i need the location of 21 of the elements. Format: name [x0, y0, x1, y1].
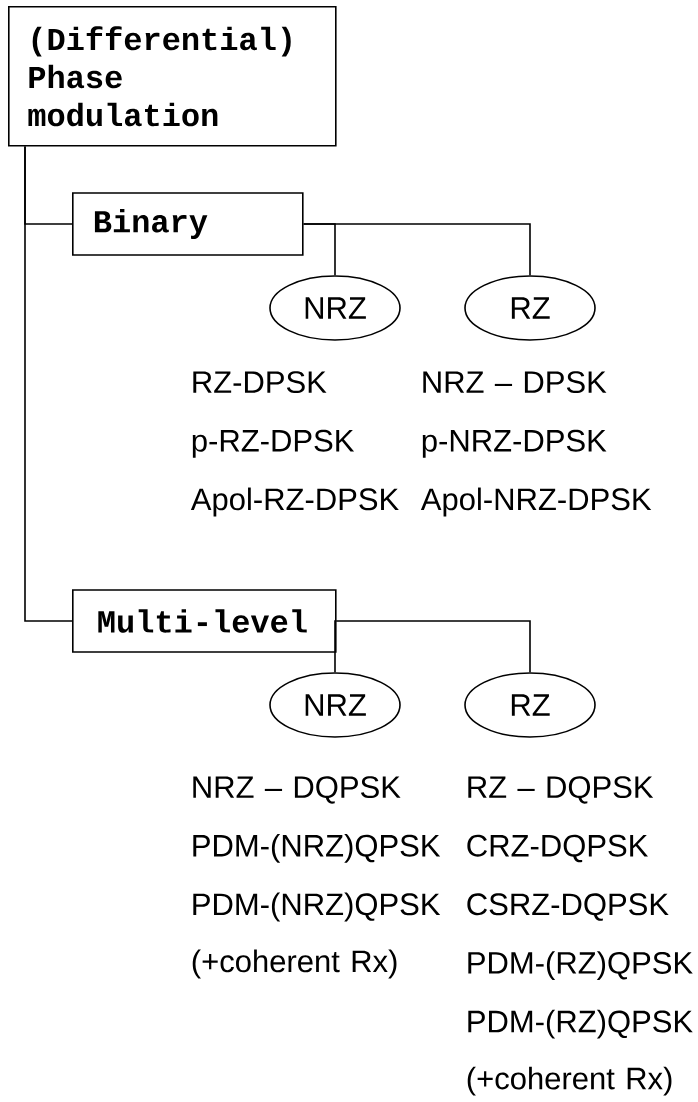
- list-item: NRZ – DQPSK: [193, 776, 401, 804]
- connector-line: [24, 145, 73, 622]
- title-box: (Differential) Phase modulation: [8, 6, 337, 147]
- list-item: Apol-NRZ-DPSK: [420, 487, 652, 517]
- list-item: NRZ – DPSK: [423, 371, 607, 394]
- connector-line: [335, 620, 531, 673]
- list-item: CRZ-DQPSK: [467, 834, 648, 863]
- category-box: Multi-level: [72, 589, 337, 653]
- list-item: Apol-RZ-DPSK: [190, 487, 399, 517]
- list-item: PDM-(RZ)QPSK: [468, 951, 693, 980]
- list-item: CSRZ-DQPSK: [467, 893, 669, 921]
- list-item: p-NRZ-DPSK: [422, 429, 607, 458]
- list-item: PDM-(NRZ)QPSK: [193, 833, 441, 863]
- list-item: p-RZ-DPSK: [192, 429, 355, 458]
- list-item: PDM-(RZ)QPSK (+coherent Rx): [467, 1009, 693, 1096]
- list-item: RZ-DPSK: [193, 371, 327, 394]
- list-item: PDM-(NRZ)QPSK (+coherent Rx): [192, 892, 441, 979]
- connector-line: [334, 620, 338, 673]
- connector-line: [302, 223, 531, 276]
- category-box: Binary: [72, 192, 304, 256]
- list-item: RZ – DQPSK: [468, 776, 654, 804]
